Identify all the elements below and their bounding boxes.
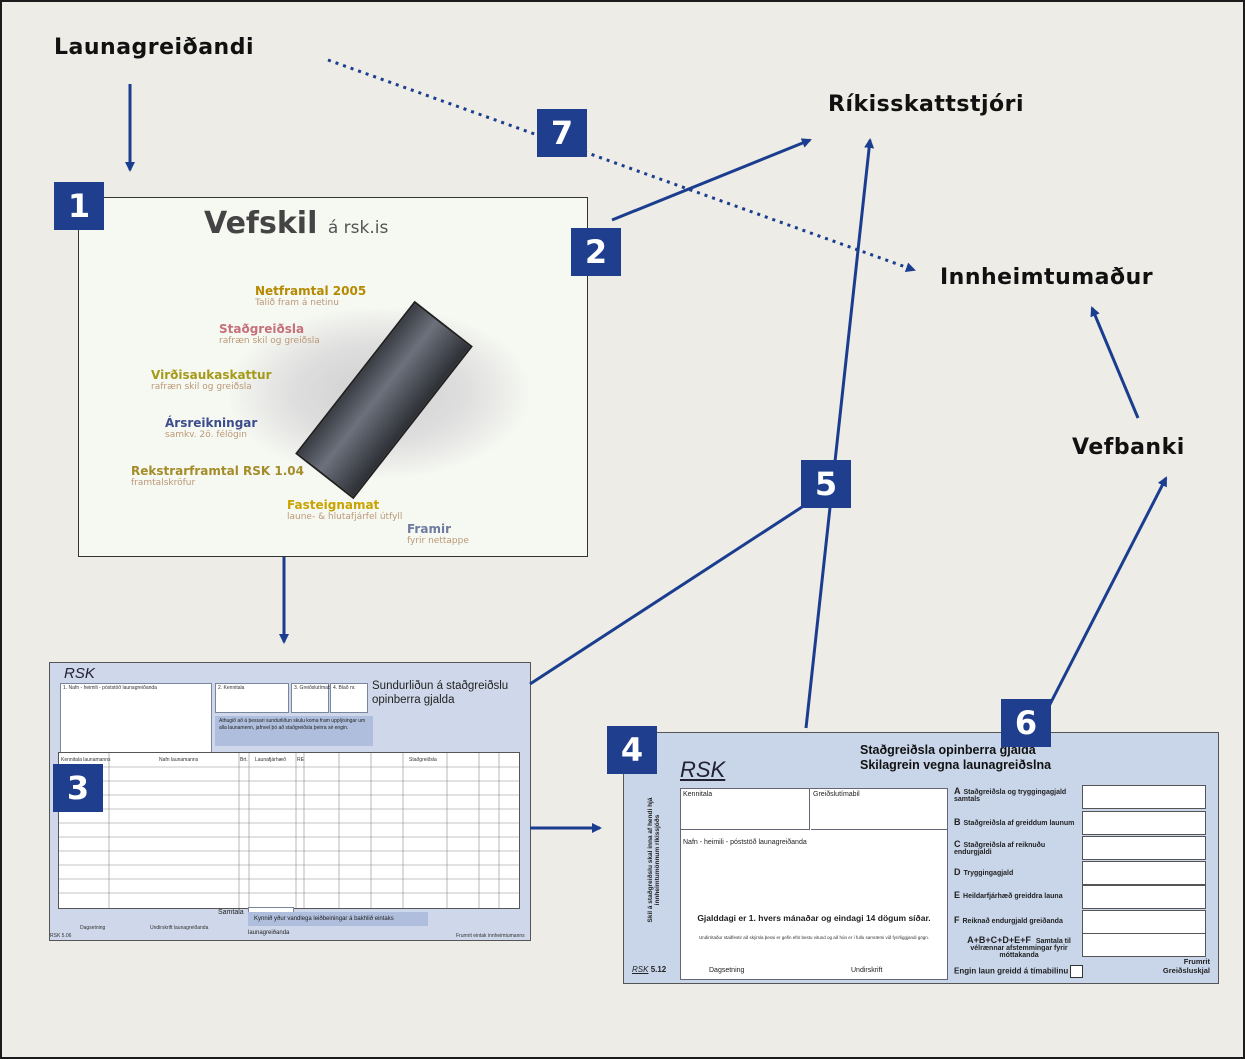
form3-col: Launafjárhæð — [255, 757, 286, 763]
node-vefbanki: Vefbanki — [1072, 435, 1185, 460]
vefskil-title: Vefskil — [204, 206, 318, 241]
form3-notice: Athugið að á þessari sundurliðun skulu k… — [215, 716, 373, 746]
form4-left-panel: Kennitala Greiðslutímabil Nafn - heimili… — [680, 788, 948, 980]
node-launagreidandi: Launagreiðandi — [54, 35, 255, 60]
form3-bottom-note: Kynnið yður vandlega leiðbeiningar á bak… — [248, 912, 428, 936]
form4-kennitala-box: Kennitala — [681, 789, 810, 830]
arrow-form4-to-rsk — [804, 138, 875, 729]
badge-6: 6 — [1001, 699, 1051, 747]
form4-cell — [1082, 933, 1206, 957]
form3-title: Sundurliðun á staðgreiðslu opinberra gja… — [372, 680, 509, 706]
form3-col: Kennitala launamanns — [61, 757, 111, 763]
form3-form-no: RSK 5.06 — [50, 933, 72, 939]
badge-5: 5 — [801, 460, 851, 508]
checkbox — [1070, 965, 1084, 978]
form3-col: Staðgreiðsla — [409, 757, 437, 763]
badge-1: 1 — [54, 182, 104, 230]
form4-dagsetning: Dagsetning — [709, 967, 745, 974]
form3-table: Kennitala launamanns Nafn launamanns Brt… — [58, 752, 520, 909]
form4-undirskrift: Undirskrift — [851, 967, 883, 974]
arrow-form4-to-vefbanki — [1044, 476, 1168, 713]
form4-certify: Undirritaður staðfestir að skýrsla þessi… — [698, 935, 930, 940]
form3-col: Nafn launamanns — [159, 757, 199, 763]
node-rikisskattstjori: Ríkisskattstjóri — [828, 92, 1025, 117]
form-3-sundurlidun: RSK Sundurliðun á staðgreiðslu opinberra… — [49, 662, 531, 941]
node-innheimtumadur: Innheimtumaður — [940, 265, 1154, 290]
form4-nafn-label: Nafn - heimili - póststöð launagreiðanda — [683, 839, 807, 846]
form3-col: Brt. — [240, 757, 248, 763]
form4-cell — [1082, 785, 1206, 809]
form3-field-bladnr: 4. Blað nr. — [330, 683, 368, 713]
form3-frumrit: Frumrit eintak innheimtumanns — [456, 933, 525, 939]
form4-cell — [1082, 811, 1206, 835]
form3-field-timabil: 3. Greiðslutímabil — [291, 683, 333, 713]
form3-col: RE — [297, 757, 304, 763]
vefskil-logo: Vefskil á rsk.is — [204, 206, 388, 241]
badge-2: 2 — [571, 228, 621, 276]
form4-rsk-logo: RSK — [680, 757, 726, 782]
form3-undirskrift: Undirskrift launagreiðanda — [150, 925, 209, 931]
form3-field-kennitala: 2. Kennitala — [215, 683, 289, 713]
form4-form-no: RSK 5.12 — [632, 965, 667, 974]
badge-3: 3 — [53, 764, 103, 812]
form4-sum-row: A+B+C+D+E+F Samtala til vélrænnar afstem… — [967, 935, 1071, 959]
arrow-vefskil-to-rsk — [611, 138, 812, 222]
form4-cell — [1082, 861, 1206, 885]
badge-7: 7 — [537, 109, 587, 157]
badge-4: 4 — [607, 726, 657, 774]
form3-dagsetning: Dagsetning — [80, 925, 106, 931]
form4-gjalddagi: Gjalddagi er 1. hvers mánaðar og eindagi… — [697, 913, 931, 923]
form3-samtala: Samtala — [218, 909, 244, 916]
form3-field-name: 1. Nafn - heimili - póststöð launagreiða… — [60, 683, 212, 753]
vefskil-suffix: á rsk.is — [327, 218, 389, 238]
form4-engin-laun: Engin laun greidd á tímabilinu — [954, 965, 1084, 978]
form4-cell — [1082, 836, 1206, 860]
line-form3-to-5 — [529, 505, 803, 686]
form4-cell — [1082, 885, 1206, 909]
dotted-launagreidandi-to-innheimtumadur — [327, 58, 916, 273]
form4-timabil-box: Greiðslutímabil — [811, 789, 947, 830]
arrow-vefbanki-to-innheimtumadur — [1090, 306, 1140, 419]
form3-rsk-logo: RSK — [64, 665, 95, 682]
